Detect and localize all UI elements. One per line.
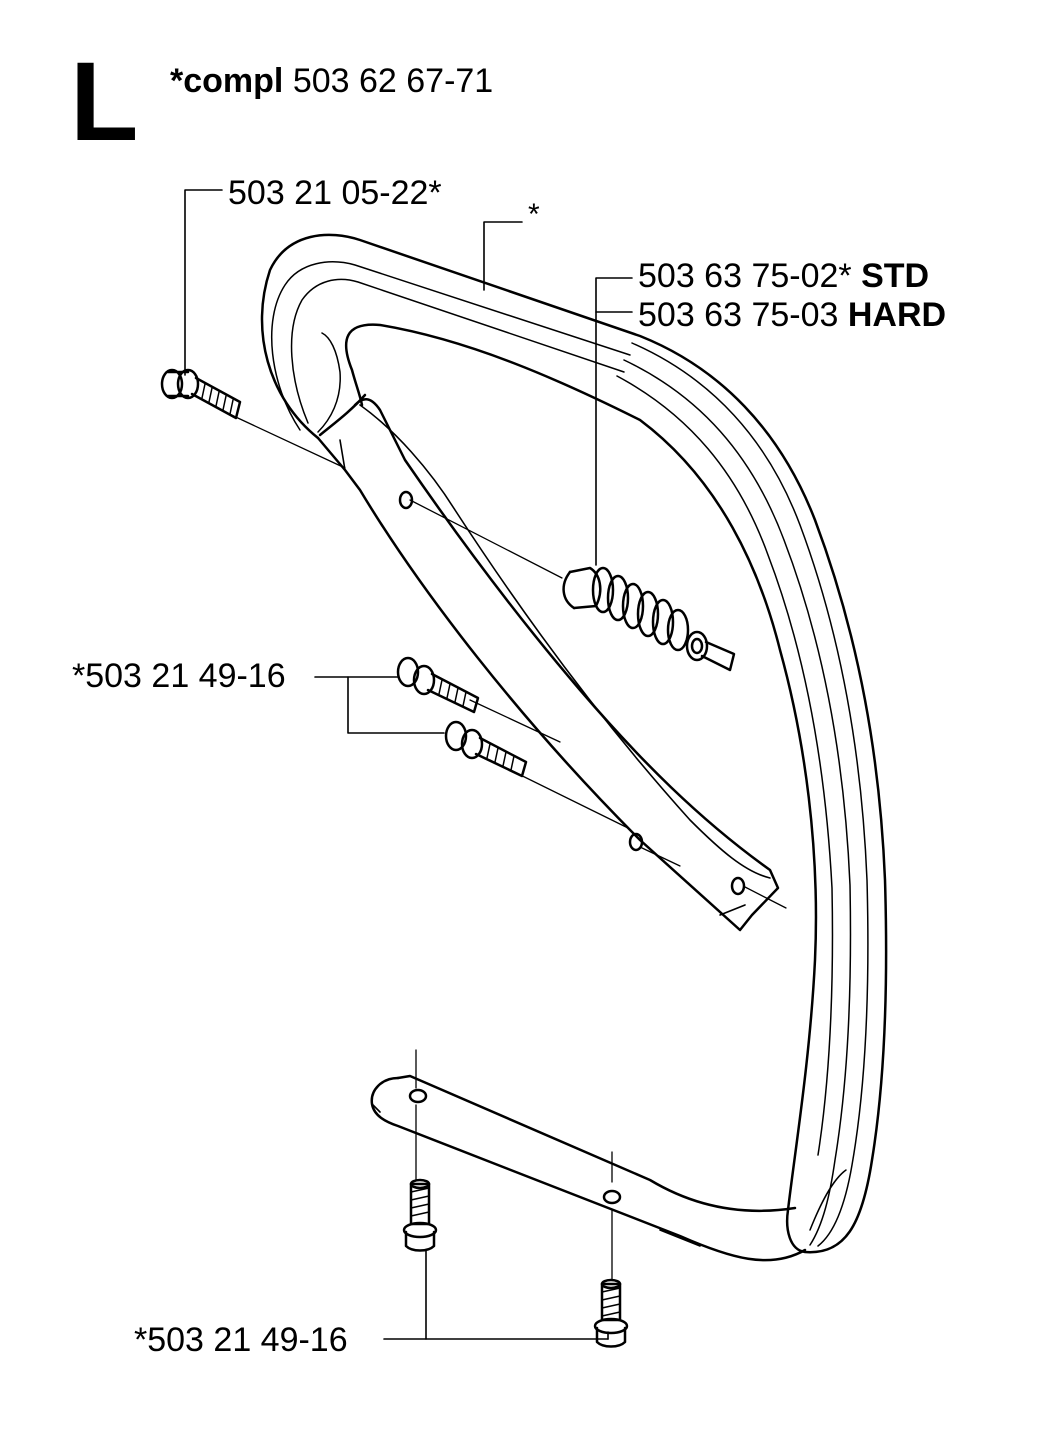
bolt-bottom-right xyxy=(593,1278,629,1348)
bolt-top-left xyxy=(160,368,242,420)
bolt-middle-lower xyxy=(444,720,528,778)
callout-damper-std: 503 63 75-02* STD xyxy=(638,259,929,293)
damper-std-grade: STD xyxy=(861,257,930,295)
callout-bolts-middle: *503 21 49-16 xyxy=(72,657,286,695)
compl-part-number: 503 62 67-71 xyxy=(292,62,494,100)
vibration-damper xyxy=(562,566,736,672)
callout-damper-hard: 503 63 75-03 HARD xyxy=(638,298,946,332)
callout-handle-asterisk: * xyxy=(528,198,540,231)
callout-bolts-bottom: *503 21 49-16 xyxy=(134,1321,348,1359)
leader-lines xyxy=(184,189,633,1340)
section-letter: L xyxy=(70,39,139,164)
lower-mounting-bracket xyxy=(370,1074,807,1262)
leader-bolts-middle-b xyxy=(347,676,445,734)
center-lines xyxy=(224,411,787,1281)
damper-std-number: 503 63 75-02* xyxy=(638,257,852,295)
upper-bracket-arm xyxy=(316,398,780,932)
compl-prefix: *compl xyxy=(170,62,284,100)
front-handle xyxy=(260,233,888,1254)
leader-bolt-top xyxy=(184,189,223,376)
damper-hard-number: 503 63 75-03 xyxy=(638,296,839,334)
callout-bolt-top: 503 21 05-22* xyxy=(228,174,442,212)
damper-hard-grade: HARD xyxy=(847,296,947,334)
leader-damper-std xyxy=(595,277,633,566)
complete-assembly-label: *compl 503 62 67-71 xyxy=(170,64,493,98)
bolt-bottom-left xyxy=(402,1178,438,1252)
bolt-middle-upper xyxy=(396,656,480,714)
leader-handle xyxy=(483,221,523,291)
